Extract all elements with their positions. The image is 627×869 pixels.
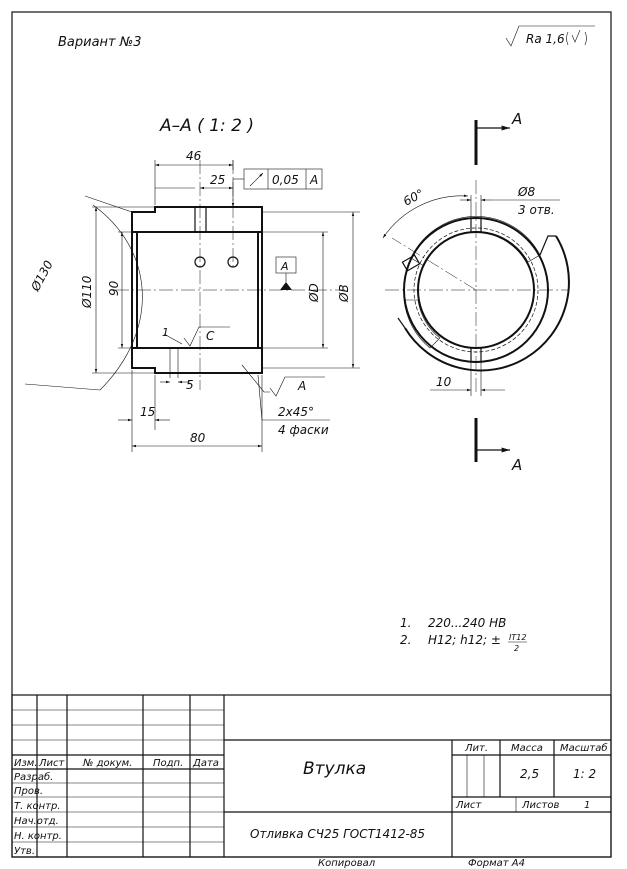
tolerance-frame: 0,05 А [231,168,323,207]
svg-text:25: 25 [210,173,225,187]
tolerance-datum: А [309,173,318,187]
svg-text:Ø8: Ø8 [517,185,535,199]
dim-10: 10 [430,362,505,396]
dim-25: 25 [155,173,233,190]
role-tkontr: Т. контр. [14,801,61,812]
tolerance-value: 0,05 [272,173,299,187]
svg-text:Ø110: Ø110 [80,275,94,309]
role-nachotd: Нач.отд. [14,816,59,827]
note-2-num: 2. [400,633,411,647]
section-title: А–А ( 1: 2 ) [159,116,254,136]
hdr-listov: Листов [521,800,559,811]
roughness-sign-global: Ra 1,6 [505,25,595,47]
svg-text:А: А [297,379,306,393]
role-nkontr: Н. контр. [14,831,62,842]
svg-text:60°: 60° [401,186,426,208]
svg-text:А: А [280,260,289,273]
hdr-doc-num: № докум. [82,758,132,769]
roughness-c: С 1 [162,326,230,347]
svg-text:5: 5 [186,378,194,392]
dim-46: 46 [154,149,234,205]
title-block: Изм. Лист № докум. Подп. Дата Разраб. Пр… [11,694,612,858]
dim-80: 80 [131,375,263,452]
wall-bottom [131,347,263,374]
dim-60: 60° [382,186,469,239]
scale-value: 1: 2 [573,767,596,781]
svg-text:10: 10 [436,375,452,389]
svg-text:А: А [511,110,522,128]
variant-label: Вариант №3 [58,35,142,50]
svg-text:3 отв.: 3 отв. [518,203,555,217]
note-2-text: H12; h12; ± [428,633,501,647]
mass-value: 2,5 [520,767,539,781]
hdr-list-col: Лист [38,758,66,769]
roughness-value: Ra 1,6 [526,32,565,46]
sheet-count: 1 [584,800,590,811]
hdr-list: Лист [455,800,483,811]
part-name: Втулка [303,759,366,779]
section-mark-top: А [474,110,522,165]
section-mark-bottom: А [474,418,522,474]
note-1-num: 1. [400,616,411,630]
svg-text:15: 15 [140,405,155,419]
chamfer-note: 2x45° 4 фаски [257,374,330,437]
hdr-data: Дата [192,758,219,769]
material: Отливка СЧ25 ГОСТ1412-85 [250,827,425,841]
roughness-a: А [241,364,325,397]
role-razrab: Разраб. [14,771,53,783]
hdr-izm: Изм. [14,758,38,769]
footer-format: Формат А4 [468,858,525,869]
dim-1: 1 [162,326,169,339]
svg-text:ØB: ØB [337,284,351,303]
svg-text:А: А [511,456,522,474]
svg-text:2x45°: 2x45° [278,405,314,419]
hdr-massa: Масса [511,743,543,754]
hdr-lit: Лит. [464,743,488,754]
dim-hole: Ø8 3 отв. [460,185,560,218]
note-2-frac-top: IT12 [509,633,526,642]
svg-text:46: 46 [186,149,202,163]
role-utv: Утв. [14,846,35,857]
svg-text:С: С [206,329,215,343]
note-1-text: 220...240 НВ [428,616,506,630]
section-view [115,160,345,390]
dim-90: 90 [107,231,137,349]
svg-text:4 фаски: 4 фаски [278,423,329,437]
footer-copied: Копировал [318,858,376,869]
svg-text:90: 90 [107,280,121,296]
role-prov: Пров. [14,786,43,797]
svg-text:80: 80 [190,431,206,445]
dim-15: 15 [118,370,170,430]
dim-110: Ø110 [80,206,155,374]
svg-text:Ø130: Ø130 [28,258,56,294]
technical-notes: 1. 220...240 НВ 2. H12; h12; ± IT12 2 [400,616,527,653]
dim-B: ØB [262,211,360,369]
svg-text:ØD: ØD [307,283,321,303]
datum-a: А [275,256,297,290]
dim-5: 5 [160,348,194,392]
wall-top [131,206,263,233]
note-2-frac-bottom: 2 [514,644,519,653]
dim-D: ØD [262,231,328,349]
hdr-masshtab: Масштаб [560,742,608,754]
hdr-podp: Подп. [153,758,183,769]
